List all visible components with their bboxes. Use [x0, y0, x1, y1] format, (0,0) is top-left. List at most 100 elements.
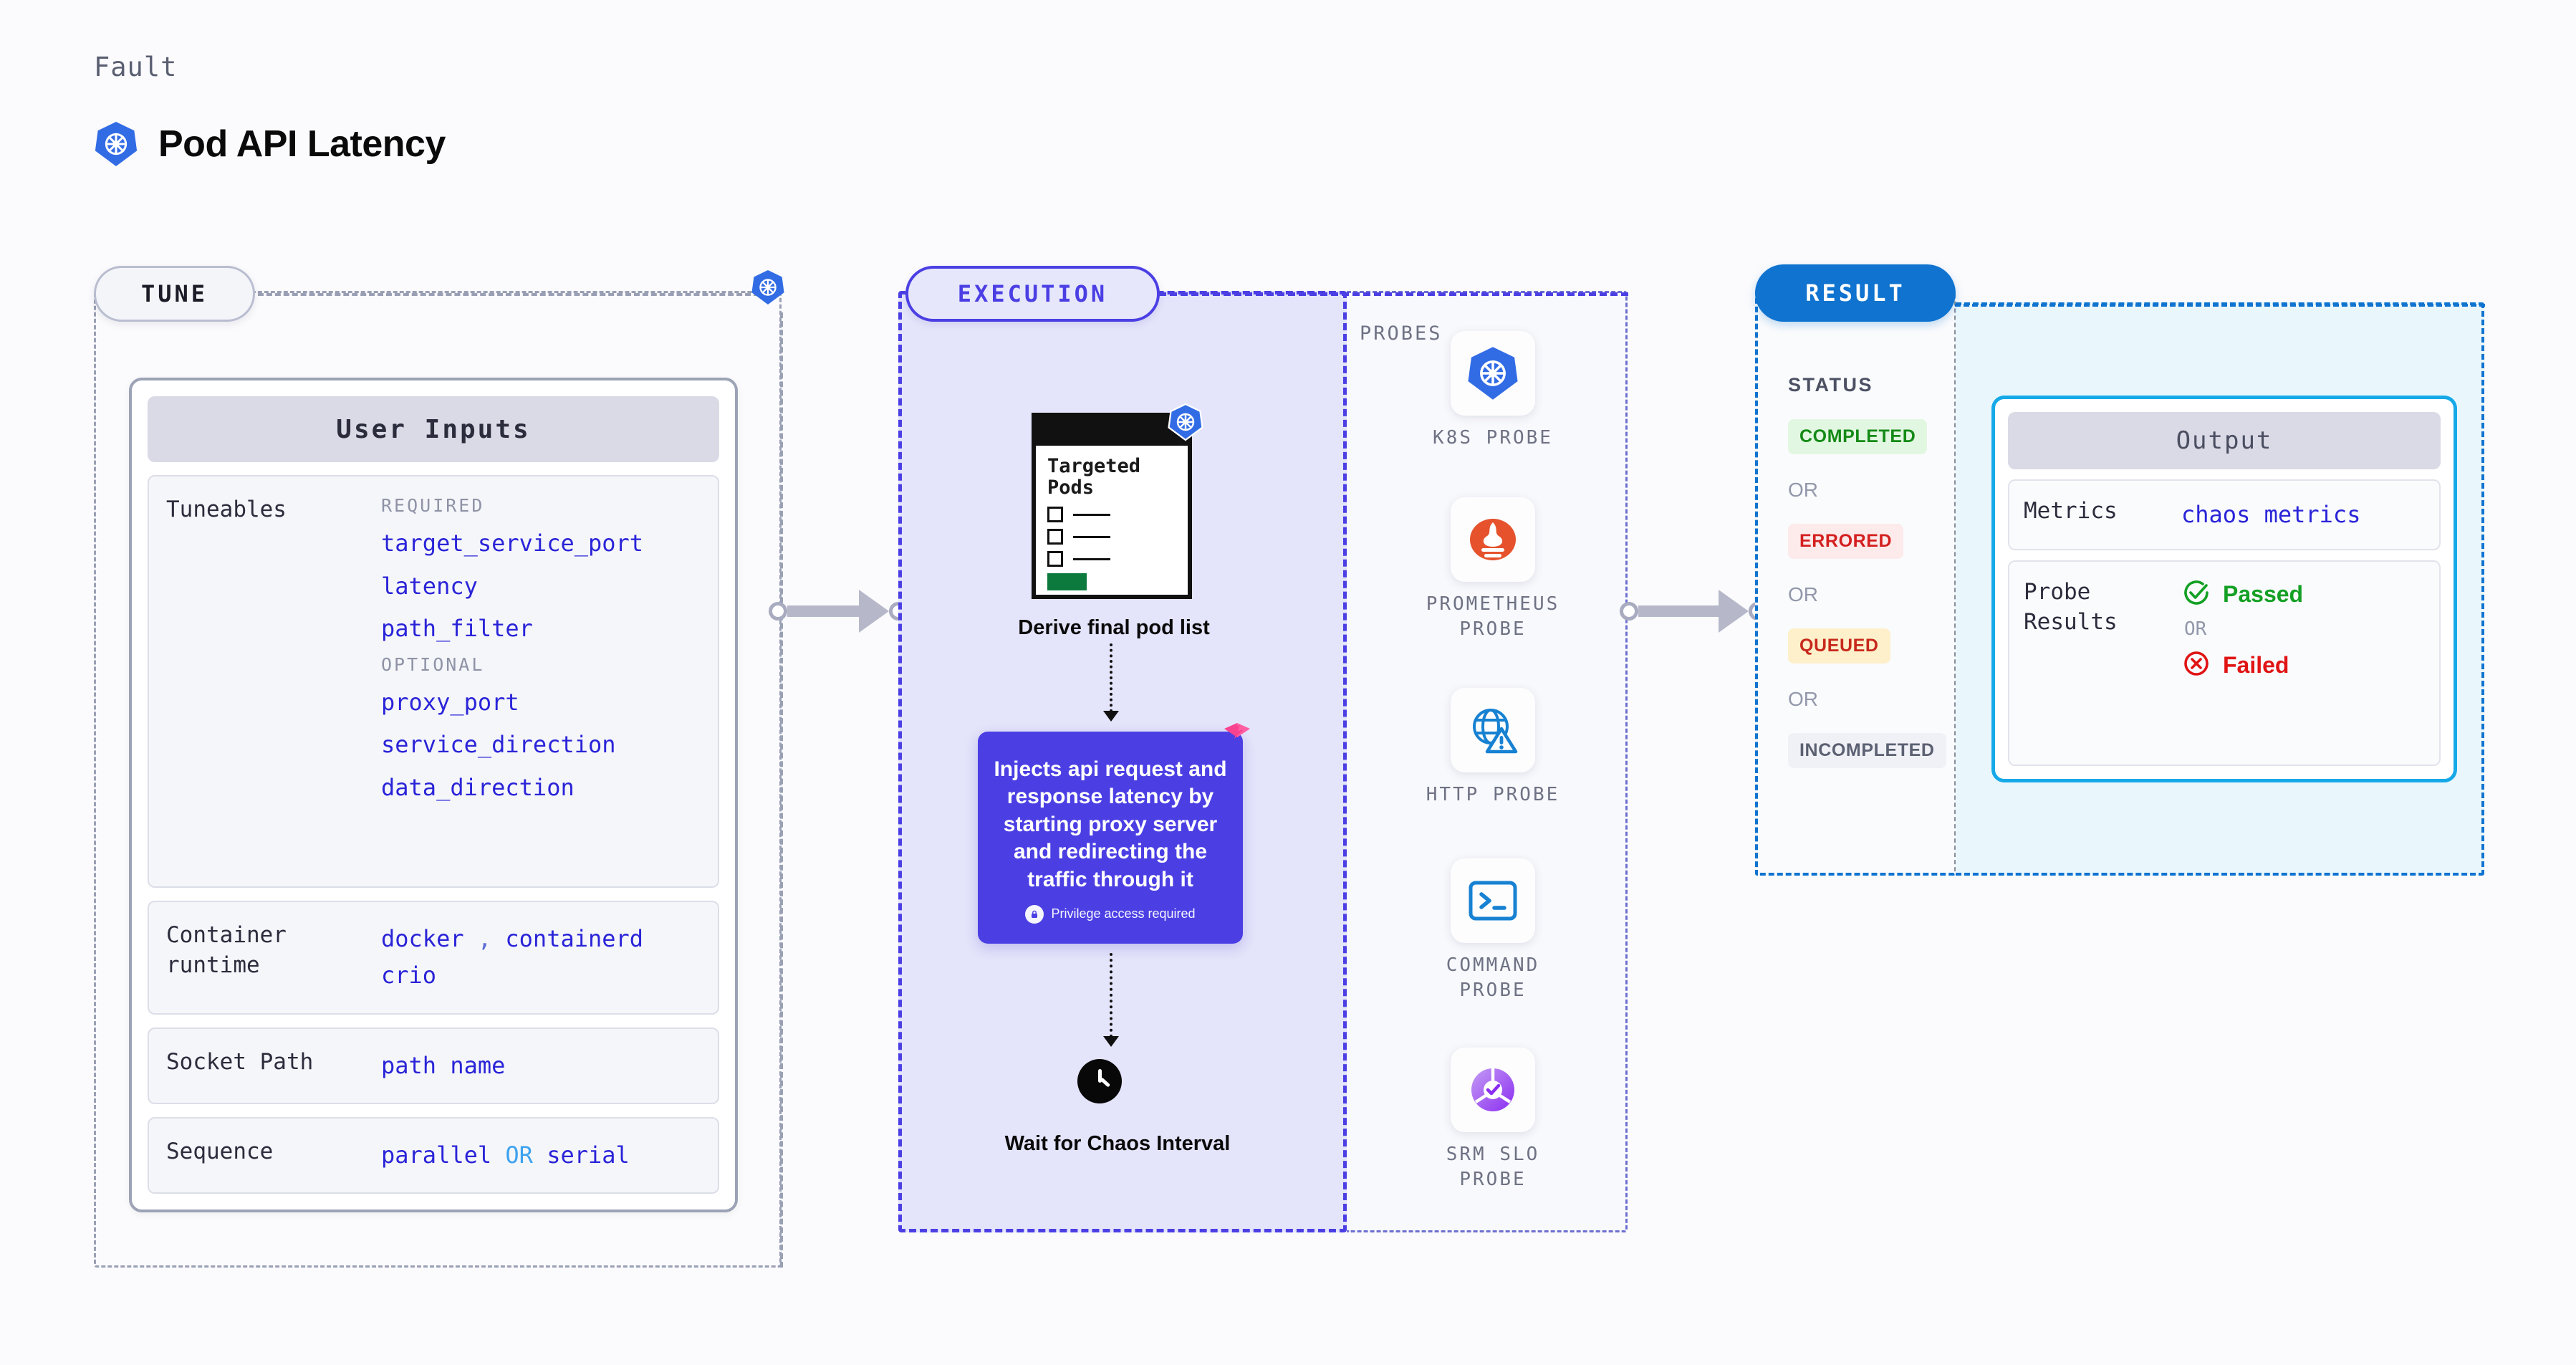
container-runtime-section: Container runtime docker , containerd cr… [148, 901, 719, 1015]
probe-label: PROMETHEUS PROBE [1426, 593, 1560, 641]
pods-list-item [1047, 529, 1176, 545]
passed-label: Passed [2223, 581, 2304, 608]
probe-k8s[interactable]: K8S PROBE [1408, 331, 1577, 451]
tune-dash-line [258, 293, 759, 296]
socket-path-label: Socket Path [166, 1048, 314, 1075]
derive-pod-list-caption: Derive final pod list [1018, 616, 1210, 639]
runtime-containerd[interactable]: containerd [505, 925, 644, 953]
tunable-data-direction[interactable]: data_direction [381, 773, 575, 801]
privilege-note: Privilege access required [1025, 904, 1196, 924]
execution-stage-pill[interactable]: EXECUTION [905, 266, 1160, 322]
checkbox-icon [1047, 529, 1063, 545]
status-badge-errored: ERRORED [1788, 524, 1904, 559]
pods-card-title: Targeted Pods [1047, 455, 1141, 499]
probe-command[interactable]: COMMAND PROBE [1408, 858, 1577, 1003]
status-badge-completed: COMPLETED [1788, 419, 1928, 454]
connector-tune-to-execution [769, 590, 908, 633]
connector-arrowhead [1719, 590, 1749, 633]
status-or-3: OR [1788, 688, 1818, 710]
metrics-section: Metrics chaos metrics [2008, 479, 2441, 551]
kubernetes-icon [751, 269, 785, 310]
connector-bar [1638, 605, 1719, 617]
tune-stage-pill[interactable]: TUNE [94, 266, 255, 322]
tuneables-values: REQUIRED target_service_port latency pat… [381, 495, 701, 868]
optional-group-heading: OPTIONAL [381, 653, 485, 675]
probe-result-or: OR [2184, 618, 2207, 641]
placeholder-line [1073, 557, 1110, 560]
runtime-docker[interactable]: docker [381, 925, 464, 953]
pods-list-item [1047, 551, 1176, 567]
metrics-value[interactable]: chaos metrics [2181, 501, 2361, 528]
probe-results-label: Probe Results [2024, 579, 2118, 636]
checkbox-icon [1047, 507, 1063, 523]
runtime-crio[interactable]: crio [381, 962, 437, 990]
probe-prometheus[interactable]: PROMETHEUS PROBE [1408, 497, 1577, 642]
result-status-zone [1755, 289, 1956, 876]
sequence-section: Sequence parallel OR serial [148, 1116, 719, 1194]
probe-result-failed: Failed [2181, 648, 2425, 682]
result-dash-line [1955, 304, 2485, 307]
check-circle-icon [2181, 578, 2211, 611]
sequence-serial[interactable]: serial [547, 1141, 630, 1169]
tunable-service-direction[interactable]: service_direction [381, 731, 616, 759]
checkbox-icon [1047, 551, 1063, 567]
connector-bar [787, 605, 859, 617]
connector-execution-to-result [1620, 590, 1767, 633]
pods-progress-bar [1047, 573, 1087, 591]
page-header: Pod API Latency [94, 120, 446, 168]
placeholder-line [1073, 513, 1110, 516]
flow-arrowhead-2 [1103, 1036, 1119, 1047]
srm-slo-icon [1451, 1048, 1535, 1132]
container-runtime-label: Container runtime [166, 922, 287, 979]
tunable-target-service-port[interactable]: target_service_port [381, 530, 644, 557]
failed-label: Failed [2223, 652, 2289, 679]
privilege-note-text: Privilege access required [1051, 906, 1196, 921]
probe-label: COMMAND PROBE [1446, 954, 1540, 1002]
kubernetes-icon [94, 120, 138, 168]
container-runtime-values: docker , containerd crio [381, 921, 701, 994]
kubernetes-icon [1451, 331, 1535, 416]
page-kicker: Fault [94, 52, 178, 82]
connector-arrowhead [859, 590, 889, 633]
sequence-joiner: OR [505, 1141, 533, 1169]
runtime-separator: , [477, 925, 492, 953]
status-badge-queued: QUEUED [1788, 628, 1890, 664]
litmus-chaos-icon [1223, 722, 1251, 752]
status-or-2: OR [1788, 583, 1818, 605]
sequence-label: Sequence [166, 1138, 274, 1164]
result-stage-pill[interactable]: RESULT [1755, 264, 1956, 322]
flow-connector-2 [1110, 953, 1112, 1038]
probe-http[interactable]: HTTP PROBE [1408, 688, 1577, 808]
tunable-latency[interactable]: latency [381, 572, 478, 600]
inject-action-card: Injects api request and response latency… [978, 723, 1250, 944]
terminal-icon [1451, 858, 1535, 943]
probe-label: SRM SLO PROBE [1446, 1144, 1540, 1191]
lock-icon [1025, 904, 1044, 924]
tuneables-section: Tuneables REQUIRED target_service_port l… [148, 475, 719, 889]
required-group-heading: REQUIRED [381, 495, 485, 516]
socket-path-value[interactable]: path name [381, 1051, 506, 1079]
metrics-values: chaos metrics [2181, 497, 2425, 533]
tunable-path-filter[interactable]: path_filter [381, 615, 533, 643]
clock-icon [1077, 1059, 1122, 1103]
inject-description: Injects api request and response latency… [994, 757, 1227, 891]
probe-label: HTTP PROBE [1426, 784, 1560, 805]
probe-result-passed: Passed [2181, 578, 2425, 611]
flow-arrowhead-1 [1103, 711, 1119, 722]
pods-card-titlebar [1036, 417, 1188, 446]
status-title: STATUS [1788, 374, 1873, 396]
kubernetes-icon [1168, 403, 1203, 445]
flow-connector-1 [1110, 643, 1112, 712]
output-card: Output Metrics chaos metrics Probe Resul… [1991, 396, 2457, 782]
sequence-parallel[interactable]: parallel [381, 1141, 492, 1169]
probe-srm-slo[interactable]: SRM SLO PROBE [1408, 1048, 1577, 1192]
tunable-proxy-port[interactable]: proxy_port [381, 688, 519, 716]
status-badge-incompleted: INCOMPLETED [1788, 733, 1946, 768]
probes-title: PROBES [1360, 322, 1443, 345]
prometheus-icon [1451, 497, 1535, 582]
tune-dash-line-vertical [780, 312, 783, 1268]
socket-path-section: Socket Path path name [148, 1027, 719, 1104]
metrics-label: Metrics [2024, 498, 2118, 524]
page-title: Pod API Latency [158, 123, 446, 165]
placeholder-line [1073, 535, 1110, 538]
